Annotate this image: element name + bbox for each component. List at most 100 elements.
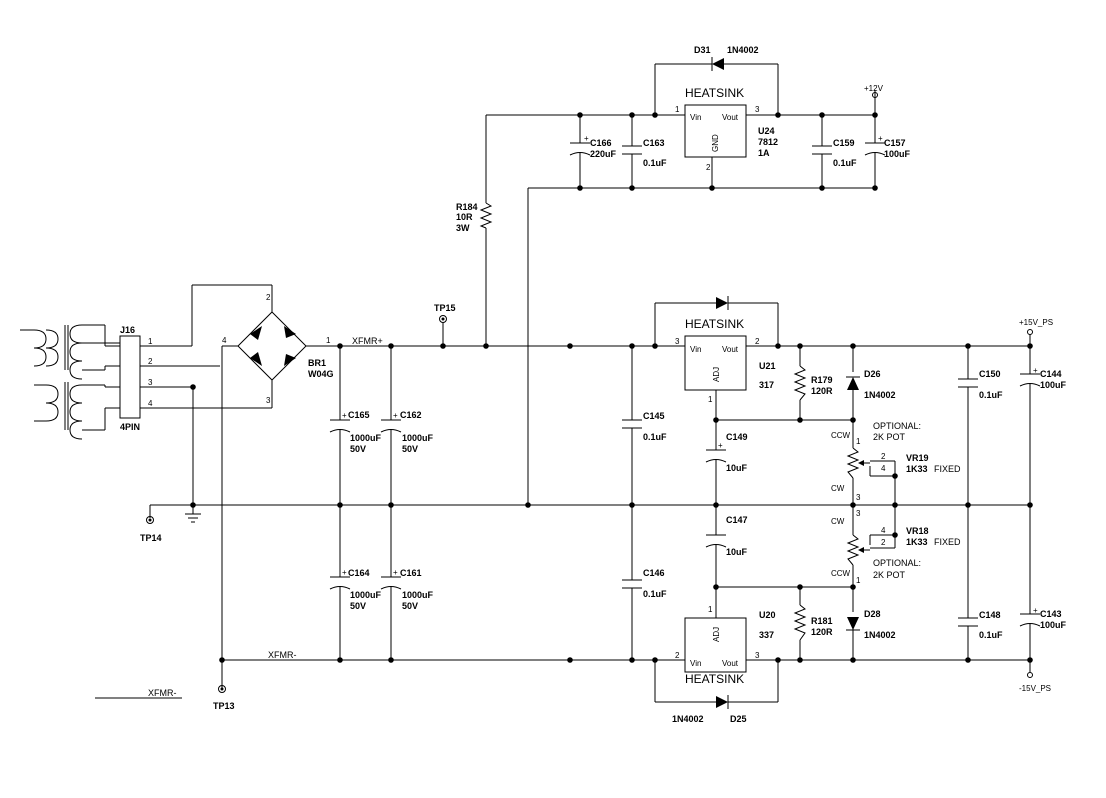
ccw-top: CCW (831, 431, 851, 440)
u24-label: U24 (758, 126, 775, 136)
br1-part: W04G (308, 369, 334, 379)
j16-pin: 3 (148, 378, 153, 387)
u20-adj: ADJ (712, 627, 721, 642)
r179-label: R179 (811, 375, 833, 385)
test-point-icon (146, 516, 154, 524)
j16-label: J16 (120, 325, 135, 335)
c165-voltage: 50V (350, 444, 366, 454)
wires (95, 63, 1031, 703)
c145-label: C145 (643, 411, 665, 421)
u24-pin: 1 (675, 105, 680, 114)
test-point-icon (439, 315, 447, 323)
capacitor-c149: + C149 10uF (705, 432, 748, 473)
capacitor-c165: + C165 1000uF 50V (329, 410, 382, 454)
u21-adj: ADJ (712, 367, 721, 382)
bridge-diode-icon (250, 326, 262, 340)
vr18-pin: 4 (881, 526, 886, 535)
u24-gnd: GND (711, 134, 720, 152)
d26-part: 1N4002 (864, 390, 896, 400)
test-point-icon (218, 685, 226, 693)
vr19-pin: 4 (881, 464, 886, 473)
c148-value: 0.1uF (979, 630, 1003, 640)
c157-plus: + (878, 134, 883, 143)
bridge-diode-icon (284, 326, 296, 338)
c162-label: C162 (400, 410, 422, 420)
c146-label: C146 (643, 568, 665, 578)
c162-plus: + (393, 411, 398, 420)
u20-pin: 1 (708, 605, 713, 614)
c163-value: 0.1uF (643, 158, 667, 168)
r181-label: R181 (811, 616, 833, 626)
u24-part: 7812 (758, 137, 778, 147)
xfmr-pos-label: XFMR+ (352, 336, 383, 346)
j16-type: 4PIN (120, 422, 140, 432)
c165-plus: + (342, 411, 347, 420)
bridge-rectifier-br1: 2 4 1 3 BR1 W04G (222, 293, 334, 405)
capacitor-c150: C150 0.1uF (958, 369, 1003, 400)
c161-plus: + (393, 568, 398, 577)
c146-value: 0.1uF (643, 589, 667, 599)
c150-label: C150 (979, 369, 1001, 379)
heatsink-mid: HEATSINK (685, 317, 744, 331)
diode-icon (847, 377, 859, 390)
test-point-tp15: TP15 (434, 303, 456, 323)
br1-pin: 2 (266, 293, 271, 302)
diode-d28: D28 1N4002 (846, 609, 896, 640)
c161-value: 1000uF (402, 590, 434, 600)
d26-label: D26 (864, 369, 881, 379)
tp14-label: TP14 (140, 533, 162, 543)
capacitor-c157: + C157 100uF (864, 134, 911, 159)
capacitor-c159: C159 0.1uF (812, 138, 857, 168)
u21-label: U21 (759, 361, 776, 371)
vr19-label: VR19 (906, 453, 929, 463)
pot-top: 2K POT (873, 432, 906, 442)
c165-value: 1000uF (350, 433, 382, 443)
c161-voltage: 50V (402, 601, 418, 611)
c144-value: 100uF (1040, 380, 1067, 390)
diode-icon (712, 58, 724, 70)
c161-label: C161 (400, 568, 422, 578)
u21-pin: 2 (755, 337, 760, 346)
vr19-pin: 2 (881, 452, 886, 461)
capacitor-c166: + C166 220uF (569, 134, 617, 159)
u24-vin: Vin (690, 113, 701, 122)
c157-value: 100uF (884, 149, 911, 159)
u24-vout: Vout (722, 113, 739, 122)
r184-value: 10R (456, 212, 473, 222)
c143-plus: + (1033, 606, 1038, 615)
resistor-r179: R179 120R (793, 365, 833, 401)
test-point-tp14: TP14 (140, 516, 162, 543)
u24-current: 1A (758, 148, 770, 158)
c157-label: C157 (884, 138, 906, 148)
optional-bot: OPTIONAL: (873, 558, 921, 568)
diode-icon (847, 617, 859, 630)
c147-label: C147 (726, 515, 748, 525)
c165-label: C165 (348, 410, 370, 420)
j16-pin: 1 (148, 337, 153, 346)
ground-icon (185, 513, 201, 523)
ccw-bot: CCW (831, 569, 851, 578)
xfmr-neg-legend: XFMR- (148, 688, 177, 698)
wiper-arrow-icon (858, 460, 864, 466)
capacitor-c147: C147 10uF (705, 515, 748, 557)
c149-value: 10uF (726, 463, 748, 473)
br1-pin: 3 (266, 396, 271, 405)
vr18-value: 1K33 (906, 537, 928, 547)
u20-vout: Vout (722, 659, 739, 668)
d25-label: D25 (730, 714, 747, 724)
vr19-fixed: FIXED (934, 464, 961, 474)
tp13-label: TP13 (213, 701, 235, 711)
vr18-label: VR18 (906, 526, 929, 536)
br1-label: BR1 (308, 358, 326, 368)
c163-label: C163 (643, 138, 665, 148)
c164-voltage: 50V (350, 601, 366, 611)
u20-label: U20 (759, 610, 776, 620)
c148-label: C148 (979, 610, 1001, 620)
d31-label: D31 (694, 45, 711, 55)
capacitor-c146: C146 0.1uF (622, 568, 667, 599)
u24-pin: 3 (755, 105, 760, 114)
d25-part: 1N4002 (672, 714, 704, 724)
connector-j16: J16 4PIN 1 2 3 4 (119, 325, 153, 432)
c143-label: C143 (1040, 609, 1062, 619)
u20-part: 337 (759, 630, 774, 640)
